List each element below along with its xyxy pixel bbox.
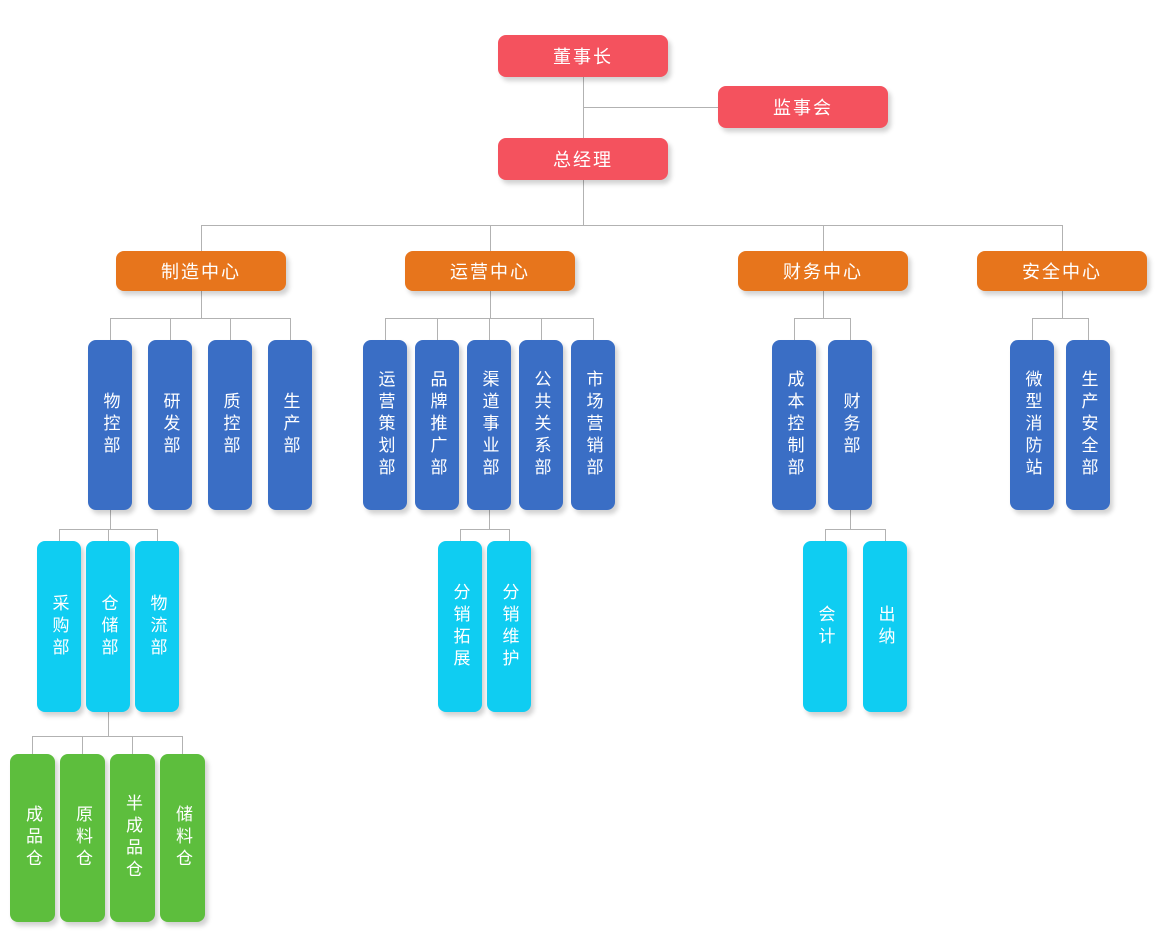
connector: [850, 510, 851, 529]
connector: [59, 529, 60, 541]
connector: [290, 318, 291, 340]
node-safety-center: 安全中心: [977, 251, 1147, 291]
connector: [82, 736, 83, 754]
connector: [157, 529, 158, 541]
connector: [201, 291, 202, 318]
connector: [850, 318, 851, 340]
node-marketing-dept: 市场营销部: [571, 340, 615, 510]
node-cost-control-dept: 成本控制部: [772, 340, 816, 510]
connector: [437, 318, 438, 340]
connector: [489, 510, 490, 529]
connector: [132, 736, 133, 754]
connector: [583, 180, 584, 225]
node-accounting: 会计: [803, 541, 847, 712]
connector: [108, 712, 109, 736]
node-channel-business-dept: 渠道事业部: [467, 340, 511, 510]
node-purchasing-dept: 采购部: [37, 541, 81, 712]
connector: [110, 510, 111, 529]
connector: [823, 291, 824, 318]
node-operations-planning-dept: 运营策划部: [363, 340, 407, 510]
node-distribution-maintenance: 分销维护: [487, 541, 531, 712]
connector: [593, 318, 594, 340]
connector: [1088, 318, 1089, 340]
node-raw-material-warehouse: 原料仓: [60, 754, 105, 922]
node-logistics-dept: 物流部: [135, 541, 179, 712]
connector: [460, 529, 510, 530]
connector: [823, 225, 824, 251]
connector: [32, 736, 33, 754]
node-operations-center: 运营中心: [405, 251, 575, 291]
connector: [825, 529, 886, 530]
node-quality-control-dept: 质控部: [208, 340, 252, 510]
node-chairman: 董事长: [498, 35, 668, 77]
node-material-control-dept: 物控部: [88, 340, 132, 510]
connector: [541, 318, 542, 340]
connector: [460, 529, 461, 541]
node-finished-goods-warehouse: 成品仓: [10, 754, 55, 922]
connector: [489, 318, 490, 340]
connector: [490, 225, 491, 251]
connector: [1062, 291, 1063, 318]
connector: [885, 529, 886, 541]
node-production-safety-dept: 生产安全部: [1066, 340, 1110, 510]
node-micro-fire-station: 微型消防站: [1010, 340, 1054, 510]
connector: [32, 736, 183, 737]
connector: [1032, 318, 1089, 319]
connector: [110, 318, 111, 340]
node-production-dept: 生产部: [268, 340, 312, 510]
connector: [794, 318, 851, 319]
node-rnd-dept: 研发部: [148, 340, 192, 510]
connector: [1032, 318, 1033, 340]
node-manufacturing-center: 制造中心: [116, 251, 286, 291]
node-public-relations-dept: 公共关系部: [519, 340, 563, 510]
node-distribution-expansion: 分销拓展: [438, 541, 482, 712]
node-finance-dept: 财务部: [828, 340, 872, 510]
node-semi-finished-warehouse: 半成品仓: [110, 754, 155, 922]
connector: [110, 318, 291, 319]
node-material-storage-warehouse: 储料仓: [160, 754, 205, 922]
connector: [1062, 225, 1063, 251]
connector: [230, 318, 231, 340]
connector: [509, 529, 510, 541]
connector: [794, 318, 795, 340]
connector: [583, 107, 718, 108]
connector: [170, 318, 171, 340]
connector: [825, 529, 826, 541]
connector: [182, 736, 183, 754]
node-brand-promotion-dept: 品牌推广部: [415, 340, 459, 510]
node-general-manager: 总经理: [498, 138, 668, 180]
connector: [201, 225, 1063, 226]
node-supervisory-board: 监事会: [718, 86, 888, 128]
connector: [490, 291, 491, 318]
node-cashier: 出纳: [863, 541, 907, 712]
node-warehousing-dept: 仓储部: [86, 541, 130, 712]
node-finance-center: 财务中心: [738, 251, 908, 291]
connector: [385, 318, 386, 340]
connector: [108, 529, 109, 541]
connector: [201, 225, 202, 251]
